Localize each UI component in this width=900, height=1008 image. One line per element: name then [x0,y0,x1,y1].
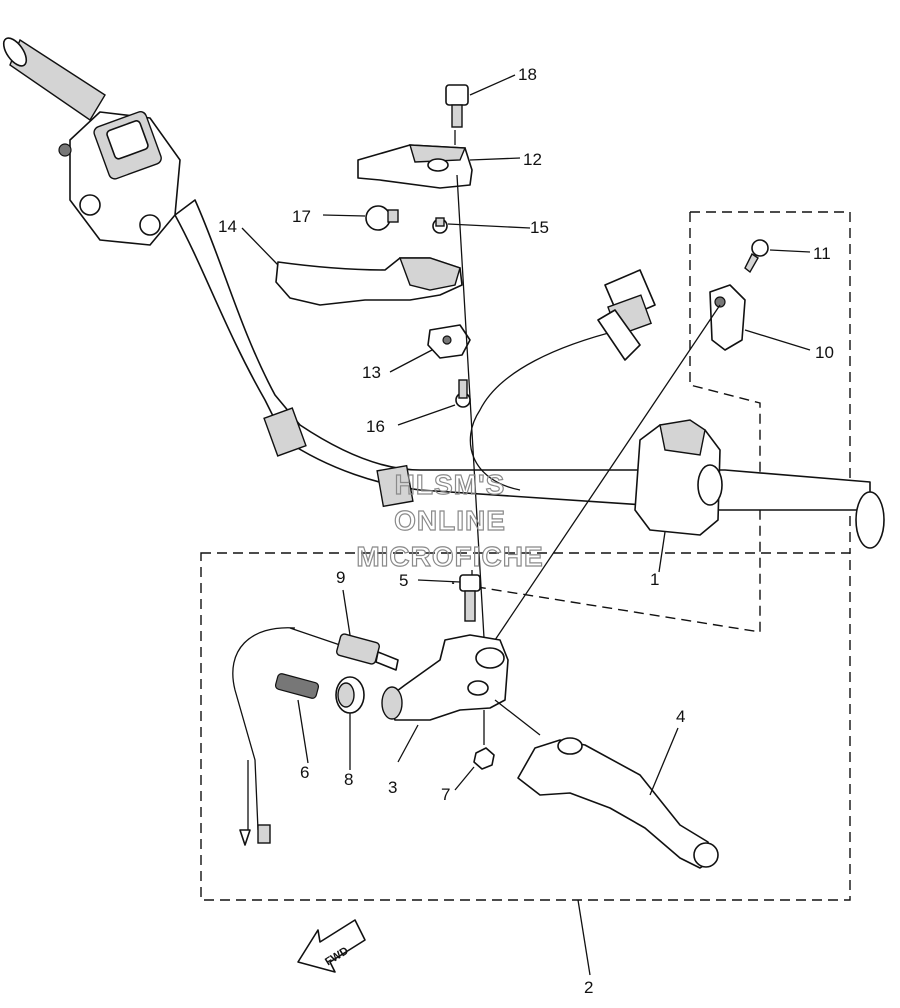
callout-6: 6 [300,763,309,782]
lever-plate [427,324,471,359]
clutch-cable [232,627,296,846]
callout-2: 2 [584,978,593,997]
switch-clamp [709,284,746,351]
hot-start-bracket [357,144,473,189]
clutch-lever [517,737,719,869]
callout-10: 10 [815,343,834,362]
bracket-screw [432,217,448,234]
cable-adjuster [289,627,399,671]
assembly-box-1 [451,211,851,633]
callout-12: 12 [523,150,542,169]
adjuster-locknut [335,676,365,714]
callout-4: 4 [676,707,685,726]
pivot-bolt [459,574,481,622]
adjuster-knob [365,205,399,231]
callout-5: 5 [399,571,408,590]
callout-17: 17 [292,207,311,226]
watermark-line-2: ONLINE [394,505,506,536]
callout-7: 7 [441,785,450,804]
adjuster-spring [274,673,320,699]
pivot-bolt-top [445,84,469,128]
brake-master-cylinder [58,111,181,246]
bar-end [855,491,885,549]
watermark-line-3: MICROFICHE [356,541,543,572]
left-grip [2,37,106,121]
grip-knurl-right [376,464,414,508]
callout-14: 14 [218,217,237,236]
callout-15: 15 [530,218,549,237]
switch-wire-harness [469,329,621,491]
callout-9: 9 [336,568,345,587]
clamp-screw [744,239,769,274]
callout-18: 18 [518,65,537,84]
callout-3: 3 [388,778,397,797]
watermark: HLSM'S ONLINE MICROFICHE [356,468,544,572]
switch-connector [597,269,656,361]
lever-leader [494,699,541,736]
fwd-arrow-icon: FWD [297,919,366,973]
engine-stop-switch [634,419,723,536]
watermark-line-1: HLSM'S [395,469,506,500]
plate-screw [455,379,471,408]
clamp-leader [494,304,721,641]
callout-16: 16 [366,417,385,436]
callout-11: 11 [813,244,831,263]
callout-8: 8 [344,770,353,789]
lever-holder [381,634,509,721]
callout-1: 1 [650,570,659,589]
assembly-box-2 [200,552,851,901]
pivot-nut [473,747,495,770]
callout-13: 13 [362,363,381,382]
hot-start-lever [275,257,463,306]
callout-leaders [241,74,811,976]
grip-knurl-left [263,407,307,457]
